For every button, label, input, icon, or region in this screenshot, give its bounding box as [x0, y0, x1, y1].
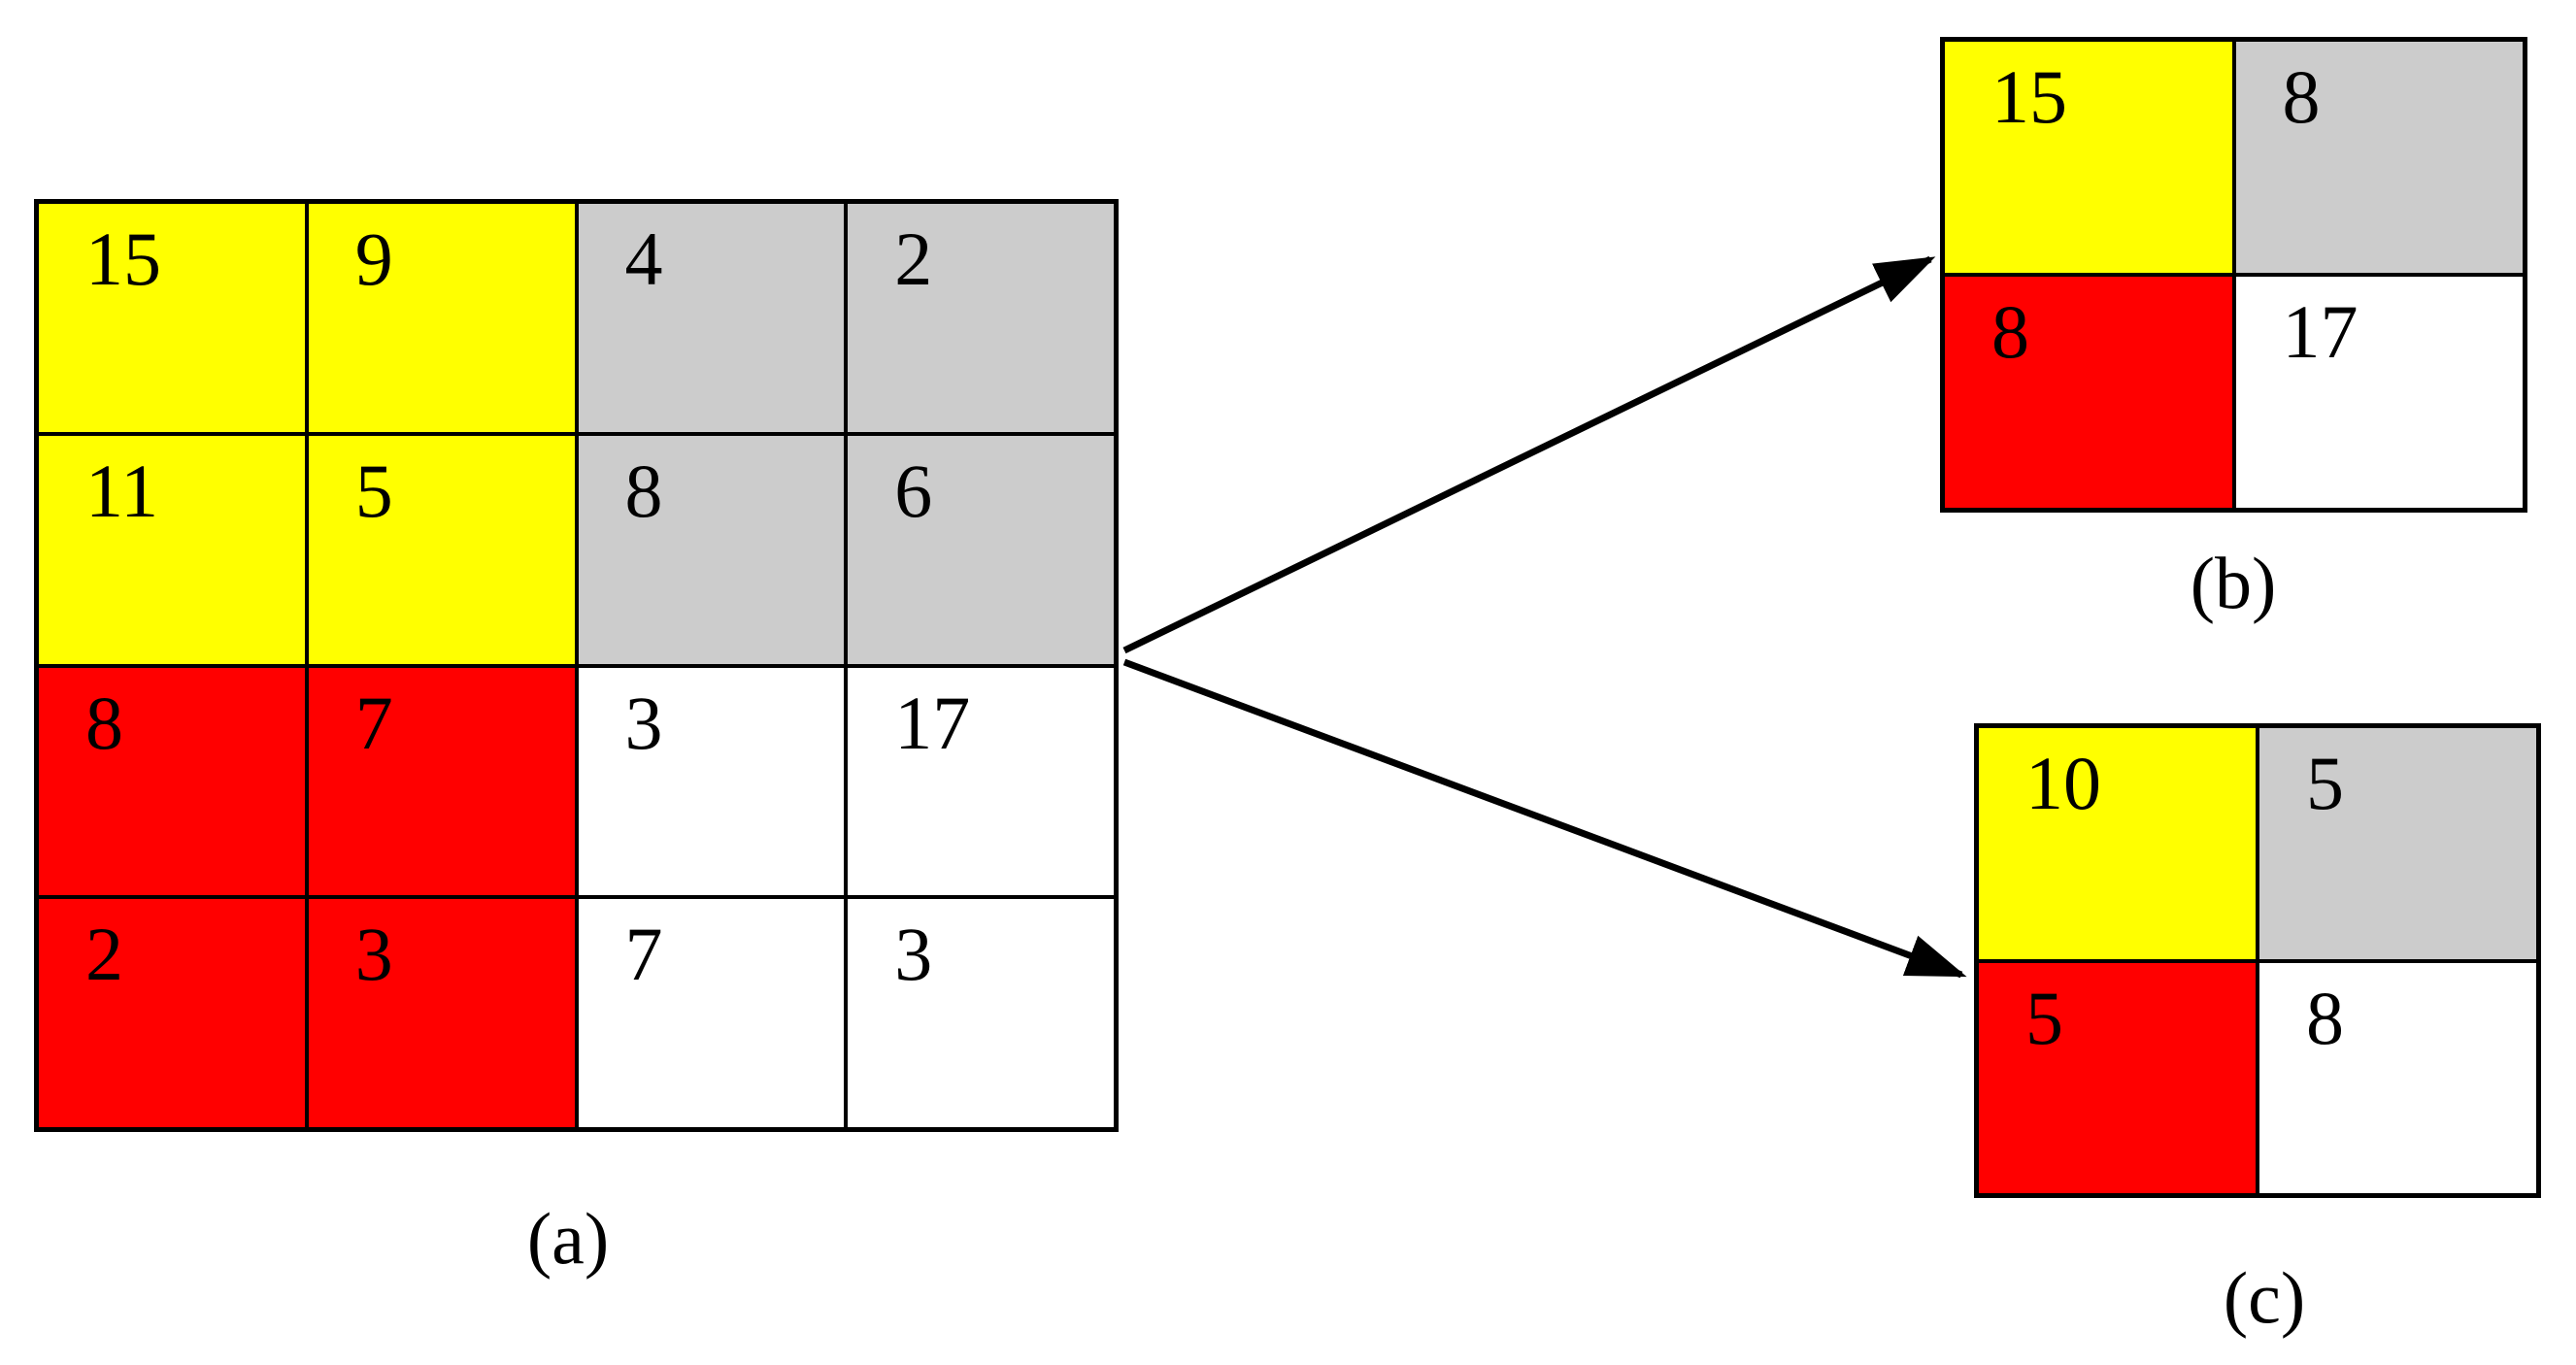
grid-a-cell: 2 — [846, 202, 1116, 434]
grid-a-cell: 11 — [37, 433, 307, 666]
grid-a-cell: 6 — [846, 433, 1116, 666]
grid-c: 10 5 5 8 — [1974, 723, 2541, 1198]
grid-a-cell: 7 — [576, 897, 847, 1129]
grid-a-cell: 3 — [576, 665, 847, 898]
cell-value: 5 — [2306, 741, 2344, 825]
cell-value: 5 — [2025, 975, 2063, 1060]
grid-b-cell: 15 — [1943, 40, 2234, 275]
cell-value: 11 — [85, 448, 159, 533]
grid-b-label: (b) — [2190, 543, 2277, 625]
cell-value: 7 — [354, 680, 393, 765]
grid-a-cell: 3 — [306, 897, 577, 1129]
grid-b-cell: 8 — [1943, 275, 2234, 510]
cell-value: 15 — [1991, 54, 2067, 139]
cell-value: 8 — [85, 680, 123, 765]
grid-b-cell: 17 — [2233, 275, 2525, 510]
grid-c-label: (c) — [2223, 1257, 2306, 1340]
cell-value: 8 — [2282, 54, 2321, 139]
cell-value: 17 — [2282, 289, 2359, 374]
cell-value: 3 — [894, 912, 933, 997]
grid-a-cell: 15 — [37, 202, 307, 434]
grid-b: 15 8 8 17 — [1940, 37, 2527, 513]
cell-value: 6 — [894, 448, 933, 533]
cell-value: 9 — [354, 216, 393, 301]
grid-c-cell: 5 — [1977, 960, 2258, 1195]
cell-value: 10 — [2025, 741, 2101, 825]
grid-c-cell: 10 — [1977, 726, 2258, 961]
grid-a-cell: 5 — [306, 433, 577, 666]
cell-value: 8 — [624, 448, 663, 533]
cell-value: 3 — [354, 912, 393, 997]
grid-a-cell: 4 — [576, 202, 847, 434]
grid-a-cell: 9 — [306, 202, 577, 434]
grid-a-cell: 2 — [37, 897, 307, 1129]
grid-a-cell: 3 — [846, 897, 1116, 1129]
grid-b-cell: 8 — [2233, 40, 2525, 275]
arrow-a-to-b — [1122, 255, 1936, 654]
grid-c-cell: 5 — [2258, 726, 2538, 961]
grid-a-cell: 17 — [846, 665, 1116, 898]
grid-c-cell: 8 — [2258, 960, 2538, 1195]
cell-value: 4 — [624, 216, 663, 301]
grid-a: 15 9 4 2 11 5 8 6 8 7 3 17 2 3 7 3 — [34, 199, 1119, 1132]
cell-value: 5 — [354, 448, 393, 533]
cell-value: 7 — [624, 912, 663, 997]
cell-value: 2 — [894, 216, 933, 301]
arrow-a-to-c — [1122, 658, 1967, 979]
grid-a-cell: 8 — [37, 665, 307, 898]
grid-a-cell: 8 — [576, 433, 847, 666]
cell-value: 17 — [894, 680, 971, 765]
cell-value: 8 — [1991, 289, 2029, 374]
grid-a-cell: 7 — [306, 665, 577, 898]
grid-a-label: (a) — [526, 1198, 610, 1281]
cell-value: 3 — [624, 680, 663, 765]
cell-value: 8 — [2306, 975, 2344, 1060]
cell-value: 2 — [85, 912, 123, 997]
cell-value: 15 — [85, 216, 161, 301]
